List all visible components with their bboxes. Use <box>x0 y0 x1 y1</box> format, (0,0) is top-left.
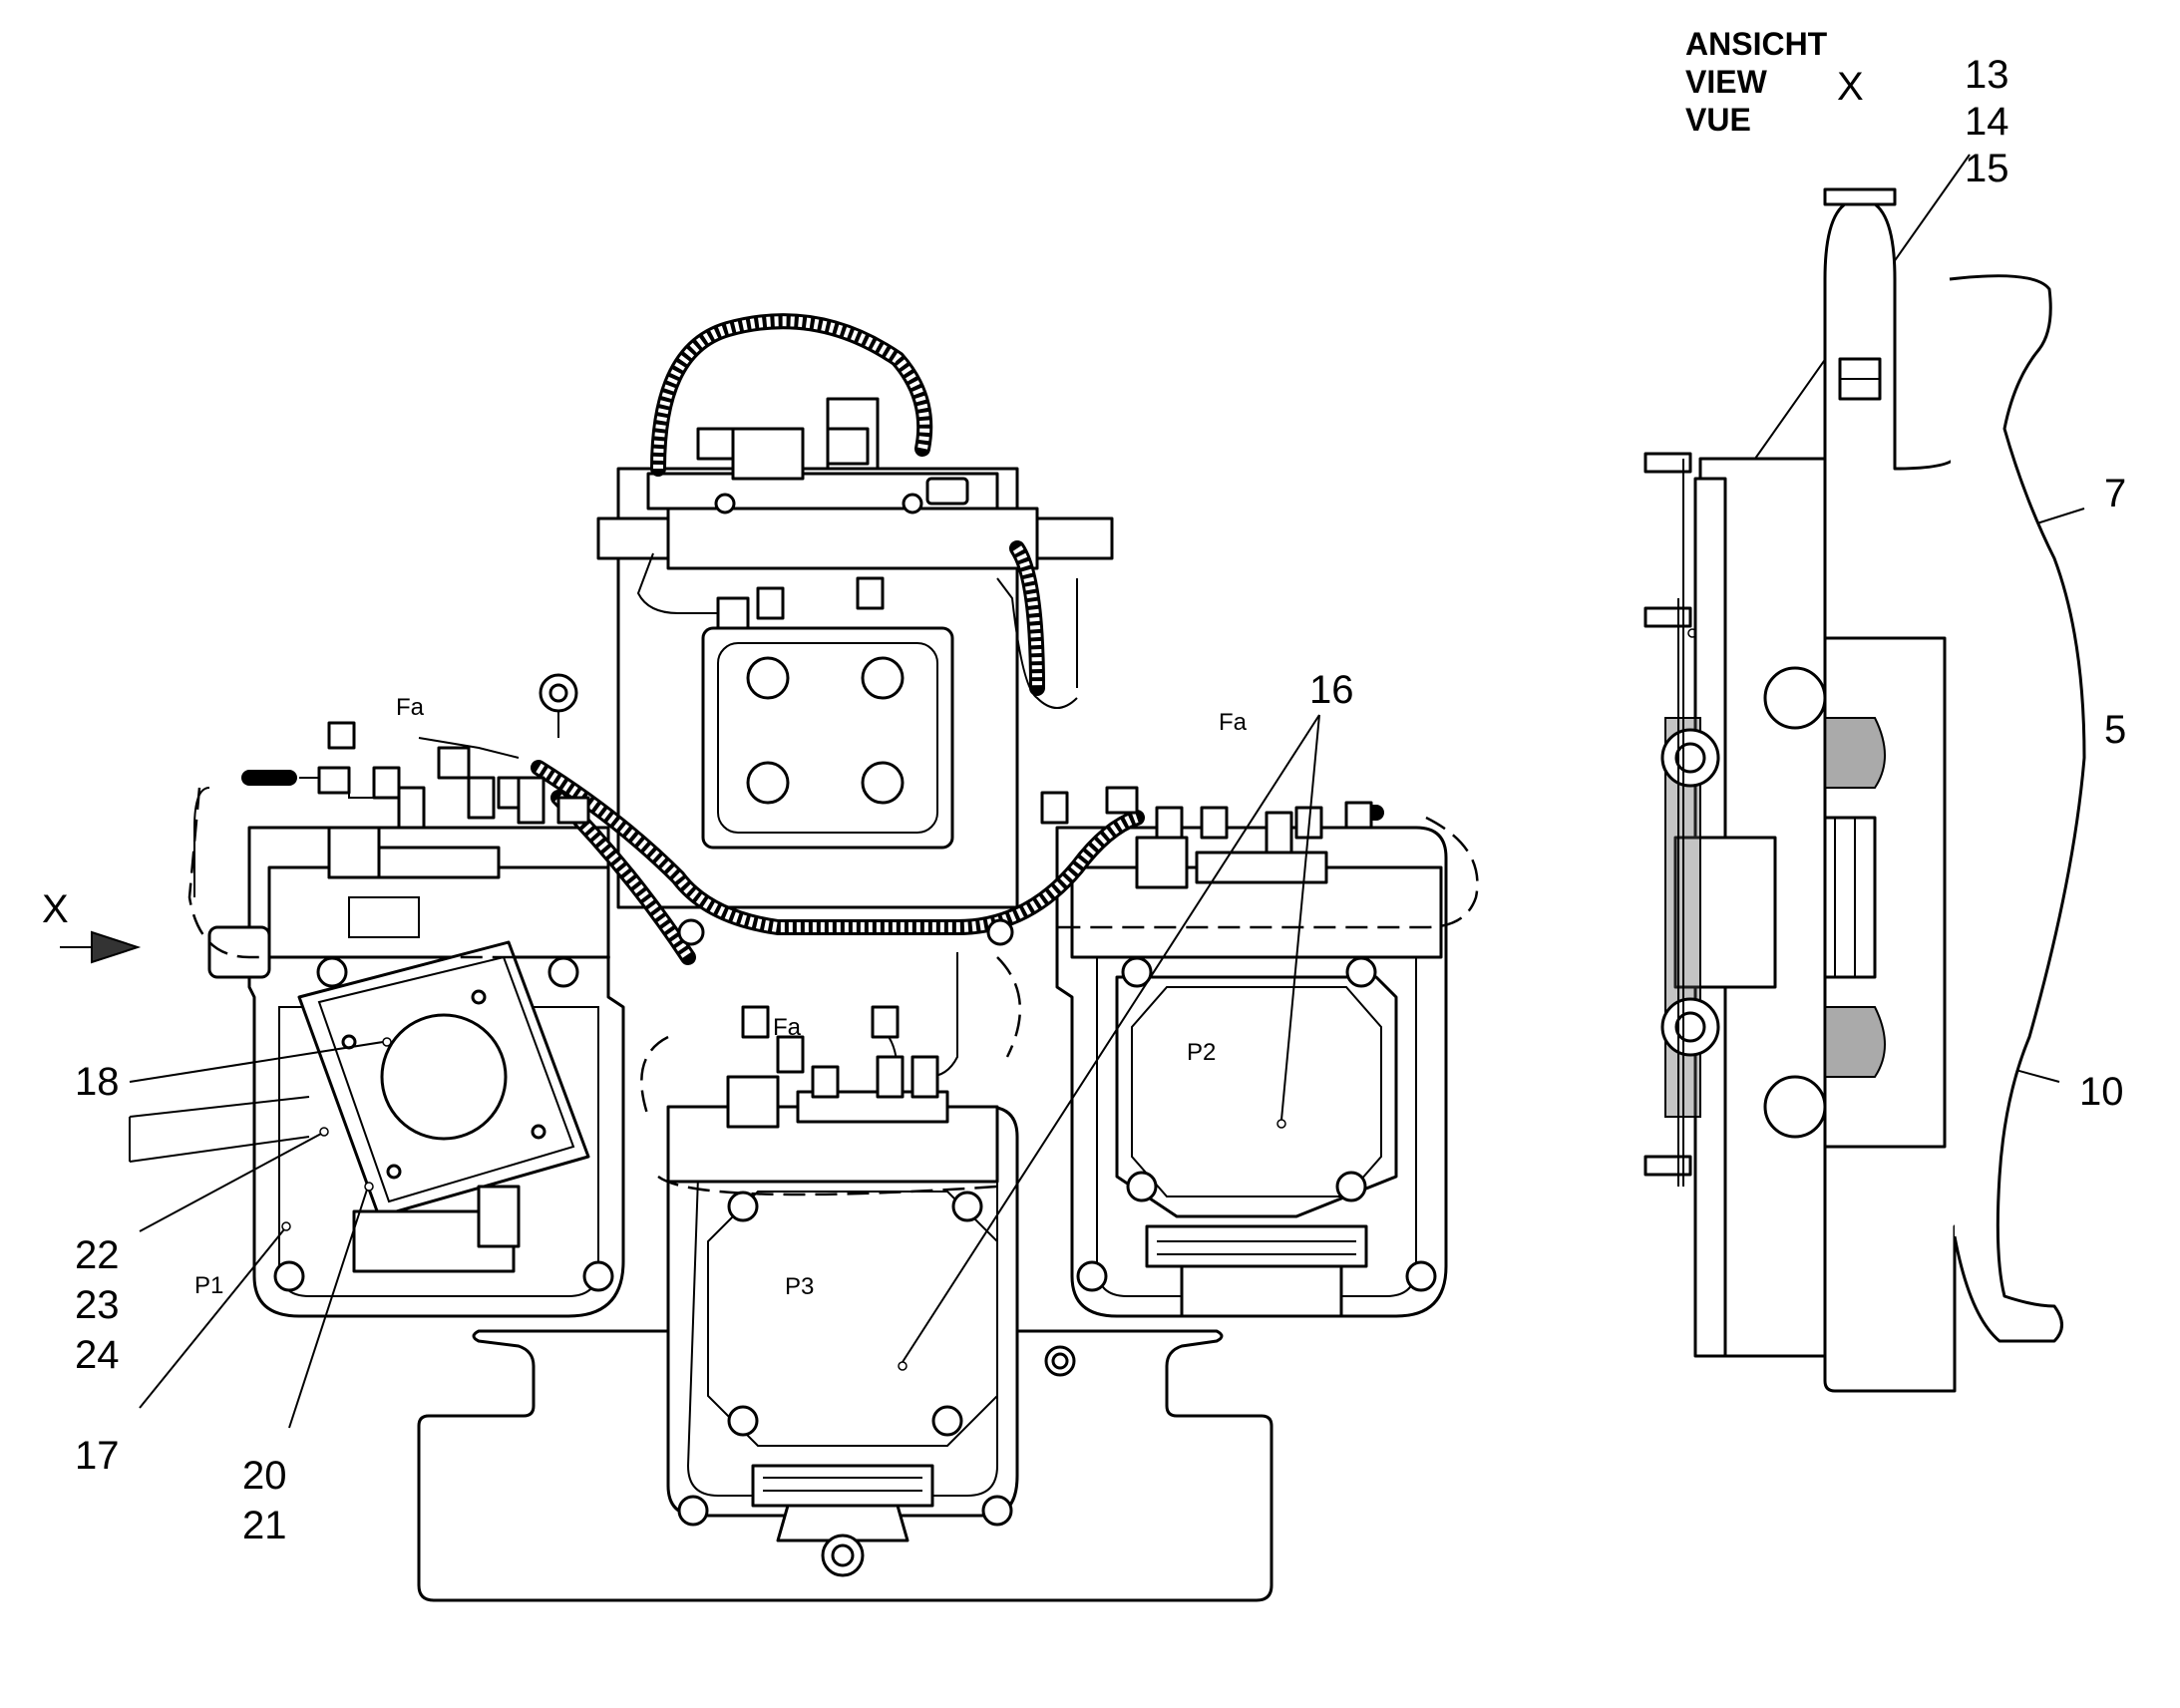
callout-22: 22 <box>75 1233 120 1277</box>
cable-harness <box>129 1096 310 1163</box>
view-direction-arrow: X <box>42 887 142 964</box>
control-unit-box <box>297 940 590 1273</box>
mounting-bolts <box>273 493 1437 1527</box>
side-view-header: ANSICHT VIEW VUE X <box>1685 26 1864 138</box>
callout-18: 18 <box>75 1060 120 1104</box>
callout-14: 14 <box>1965 100 2009 144</box>
callout-5: 5 <box>2104 708 2126 752</box>
view-title-line-2: VIEW <box>1685 64 1768 100</box>
dashed-outline <box>187 787 1479 1196</box>
pump-label-p3: P3 <box>785 1273 814 1300</box>
pump-label-p1: P1 <box>194 1272 223 1299</box>
view-title-line-3: VUE <box>1685 102 1751 138</box>
port-label-fa-right: Fa <box>1219 709 1248 736</box>
callout-17: 17 <box>75 1434 120 1478</box>
pump-label-p2: P2 <box>1187 1039 1216 1066</box>
right-valve-block <box>1070 836 1443 959</box>
upper-manifold-block <box>596 397 1114 909</box>
view-arrow-label: X <box>42 887 69 931</box>
callout-20: 20 <box>242 1454 287 1498</box>
port-label-fa-lower: Fa <box>773 1014 802 1041</box>
center-valve-block <box>666 1075 999 1184</box>
callout-23: 23 <box>75 1283 120 1327</box>
callout-21: 21 <box>242 1504 287 1547</box>
fittings <box>317 427 1373 1099</box>
side-view-housing <box>1643 187 2086 1393</box>
callout-15: 15 <box>1965 147 2009 190</box>
callout-7: 7 <box>2104 472 2126 515</box>
view-title-letter: X <box>1837 65 1864 109</box>
callout-13: 13 <box>1965 53 2009 97</box>
callout-24: 24 <box>75 1333 120 1377</box>
left-valve-block <box>207 826 610 979</box>
callout-16: 16 <box>1309 668 1354 712</box>
callout-10: 10 <box>2079 1070 2124 1114</box>
view-title-line-1: ANSICHT <box>1685 26 1828 62</box>
port-label-fa-left: Fa <box>396 694 425 721</box>
braided-hoses <box>241 313 1384 965</box>
